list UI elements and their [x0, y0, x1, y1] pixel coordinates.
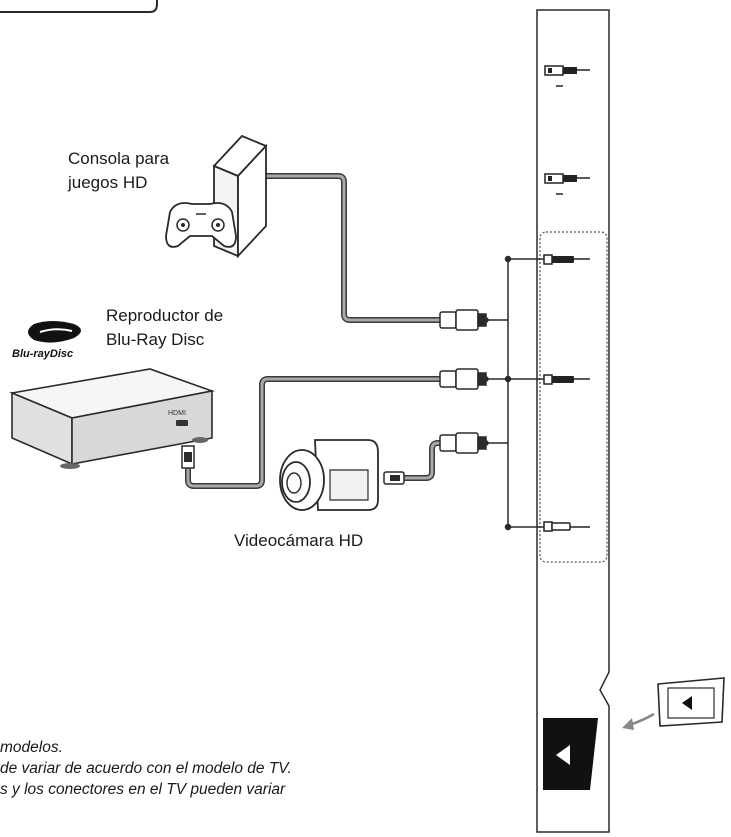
tv-side-panel	[536, 9, 610, 833]
bluray-player: HDMI	[9, 368, 216, 469]
hdmi-bracket	[483, 255, 544, 531]
usb-port-icon	[544, 65, 590, 87]
hdmi-plug-icon	[439, 432, 487, 454]
hdmi-plug-icon	[439, 309, 487, 331]
bluray-label-line1: Reproductor de	[106, 306, 224, 325]
usb-port-icon	[544, 173, 590, 195]
memory-card-icon	[657, 677, 725, 727]
footnote-line-1: modelos.	[0, 739, 63, 756]
svg-text:Blu-rayDisc: Blu-rayDisc	[12, 348, 73, 360]
hdmi-port-icon	[543, 254, 590, 265]
cable-camcorder	[402, 440, 443, 481]
game-console	[165, 134, 268, 259]
camcorder	[279, 439, 405, 511]
footnote-line-2: de variar de acuerdo con el modelo de TV…	[0, 760, 292, 777]
card-slot	[543, 718, 598, 790]
console-label-line2: juegos HD	[68, 173, 148, 192]
bluray-label-line2: Blu-Ray Disc	[106, 330, 205, 349]
hdmi-plug-icon	[439, 368, 487, 390]
console-label-line1: Consola para	[68, 149, 170, 168]
hdmi-port-label: HDMI	[168, 410, 186, 417]
monitor-edge	[0, 0, 158, 13]
arrow-head-icon	[622, 718, 634, 730]
footnote-line-3: s y los conectores en el TV pueden varia…	[0, 781, 286, 798]
bluray-logo: Blu-rayDisc	[12, 321, 81, 360]
camcorder-label: Videocámara HD	[234, 531, 364, 550]
gamepad-icon	[165, 202, 237, 248]
cable-console	[259, 173, 443, 323]
hdmi-port-icon	[543, 521, 590, 532]
